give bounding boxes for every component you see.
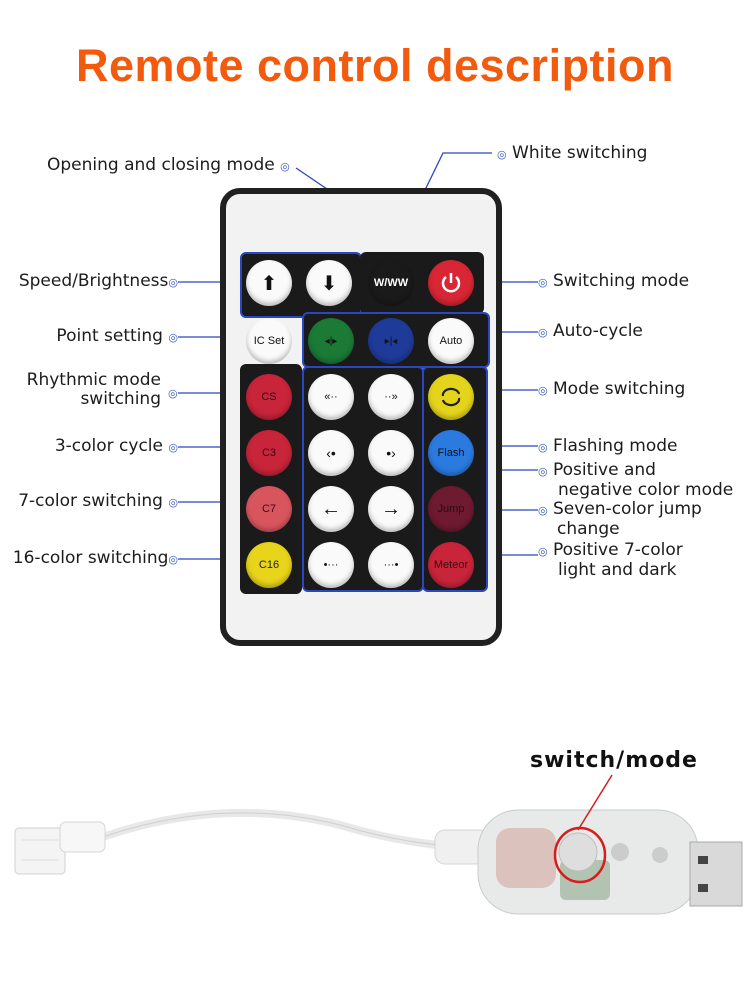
auto-button[interactable]: Auto (428, 318, 474, 364)
power-button[interactable] (428, 260, 474, 306)
merge-button[interactable]: ◂|▸ (308, 318, 354, 364)
cs-button[interactable]: CS (246, 374, 292, 420)
label-speed-brightness: Speed/Brightness◎ (18, 271, 178, 291)
flash-button[interactable]: Flash (428, 430, 474, 476)
label-7-color-switching: 7-color switching ◎ (18, 491, 178, 511)
left-arrow-button[interactable]: ← (308, 486, 354, 532)
right-arrow-button[interactable]: → (368, 486, 414, 532)
remote-control: ⬆ ⬇ W/WW IC Set ◂|▸ ▸|◂ Auto CS «·· ··» … (220, 188, 502, 646)
brightness-up-button[interactable]: ⬆ (246, 260, 292, 306)
label-flashing-mode: ◎ Flashing mode (538, 436, 678, 456)
ic-set-button[interactable]: IC Set (246, 318, 292, 364)
label-mode-switching: ◎ Mode switching (538, 379, 686, 399)
speed-left-button[interactable]: «·· (308, 374, 354, 420)
power-icon (441, 273, 461, 293)
tail-right-button[interactable]: ···• (368, 542, 414, 588)
speed-right-button[interactable]: ··» (368, 374, 414, 420)
meteor-button[interactable]: Meteor (428, 542, 474, 588)
label-opening-closing: Opening and closing mode ◎ (47, 155, 290, 175)
jump-button[interactable]: Jump (428, 486, 474, 532)
switch-mode-label: switch/mode (530, 748, 698, 773)
label-3-color-cycle: 3-color cycle ◎ (54, 436, 178, 456)
dot-right-button[interactable]: •› (368, 430, 414, 476)
mode-switch-button[interactable] (428, 374, 474, 420)
dot-left-button[interactable]: ‹• (308, 430, 354, 476)
brightness-down-button[interactable]: ⬇ (306, 260, 352, 306)
white-switch-button[interactable]: W/WW (368, 260, 414, 306)
label-16-color-switching: 16-color switching◎ (12, 548, 178, 568)
label-point-setting: Point setting ◎ (56, 326, 178, 346)
label-switching-mode: ◎ Switching mode (538, 271, 690, 291)
marker-rhythmic: ◎ (168, 387, 178, 400)
label-white-switching: ◎ White switching (497, 143, 648, 163)
split-button[interactable]: ▸|◂ (368, 318, 414, 364)
c16-button[interactable]: C16 (246, 542, 292, 588)
cycle-icon (441, 387, 461, 407)
label-auto-cycle: ◎ Auto-cycle (538, 321, 643, 341)
tail-left-button[interactable]: •··· (308, 542, 354, 588)
c3-button[interactable]: C3 (246, 430, 292, 476)
c7-button[interactable]: C7 (246, 486, 292, 532)
page-title: Remote control description (75, 40, 675, 91)
